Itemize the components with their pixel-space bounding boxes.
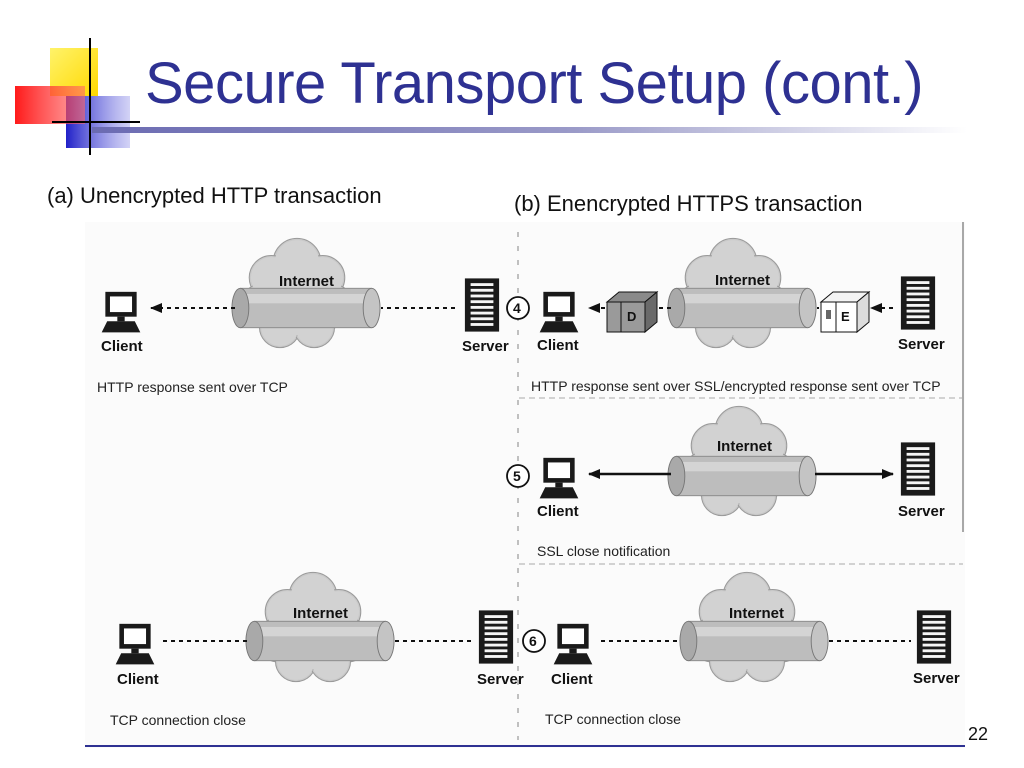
server-label: Server [477, 671, 524, 688]
server-icon [900, 442, 936, 496]
server-icon [900, 276, 936, 330]
step-number: 4 [513, 300, 521, 316]
internet-label: Internet [729, 605, 784, 622]
network-pipe-icon [667, 287, 817, 329]
server-label: Server [898, 336, 945, 353]
panel-a-tcp-close: Internet Client Server TCP connection cl… [110, 571, 524, 728]
server-label: Server [898, 503, 945, 520]
diagram-svg: Internet Client Server HTTP response sen… [97, 222, 964, 740]
caption-unencrypted-http: (a) Unencrypted HTTP transaction [47, 183, 382, 208]
caption-encrypted-https: (b) Enencrypted HTTPS transaction [514, 191, 863, 216]
step-number-badge [506, 296, 530, 320]
step-number-badge [522, 629, 546, 653]
server-icon [464, 278, 500, 332]
client-label: Client [537, 337, 579, 354]
decrypted-data-box-icon [605, 290, 659, 334]
panel-a-http-response: Internet Client Server HTTP response sen… [97, 237, 509, 395]
client-computer-icon [539, 291, 579, 333]
title-underline [92, 127, 967, 133]
slide-logo [15, 38, 140, 155]
server-icon [916, 610, 952, 664]
diagram-scan: Internet Client Server HTTP response sen… [85, 222, 965, 748]
panel-b-step-5: Internet 5 Client Server SSL close notif… [506, 405, 963, 565]
network-pipe-icon [679, 620, 829, 662]
encrypted-box-letter: E [841, 309, 850, 324]
internet-label: Internet [293, 605, 348, 622]
client-computer-icon [115, 623, 155, 665]
step-number: 6 [529, 633, 537, 649]
internet-label: Internet [717, 438, 772, 455]
server-label: Server [913, 670, 960, 687]
step-number: 5 [513, 468, 521, 484]
client-label: Client [551, 671, 593, 688]
footer-rule [85, 745, 965, 747]
page-number: 22 [968, 724, 989, 744]
client-label: Client [537, 503, 579, 520]
decrypted-box-letter: D [627, 309, 636, 324]
client-label: Client [101, 338, 143, 355]
panel-a-top-caption: HTTP response sent over TCP [97, 379, 288, 395]
panel-b-step-6-caption: TCP connection close [545, 711, 681, 727]
internet-label: Internet [715, 272, 770, 289]
panel-a-bottom-caption: TCP connection close [110, 712, 246, 728]
server-icon [478, 610, 514, 664]
step-number-badge [506, 464, 530, 488]
client-label: Client [117, 671, 159, 688]
server-label: Server [462, 338, 509, 355]
network-pipe-icon [231, 287, 381, 329]
internet-label: Internet [279, 273, 334, 290]
panel-b-step-5-caption: SSL close notification [537, 543, 670, 559]
panel-b-step-6: Internet 6 Client Server TCP connection … [522, 571, 960, 727]
client-computer-icon [553, 623, 593, 665]
network-pipe-icon [667, 455, 817, 497]
network-pipe-icon [245, 620, 395, 662]
panel-b-step-4-caption: HTTP response sent over SSL/encrypted re… [531, 378, 941, 394]
panel-b-step-4: Internet 4 Client Server D [506, 237, 963, 399]
client-computer-icon [101, 291, 141, 333]
slide-title: Secure Transport Setup (cont.) [145, 51, 924, 116]
encrypted-data-box-icon [819, 290, 871, 334]
client-computer-icon [539, 457, 579, 499]
